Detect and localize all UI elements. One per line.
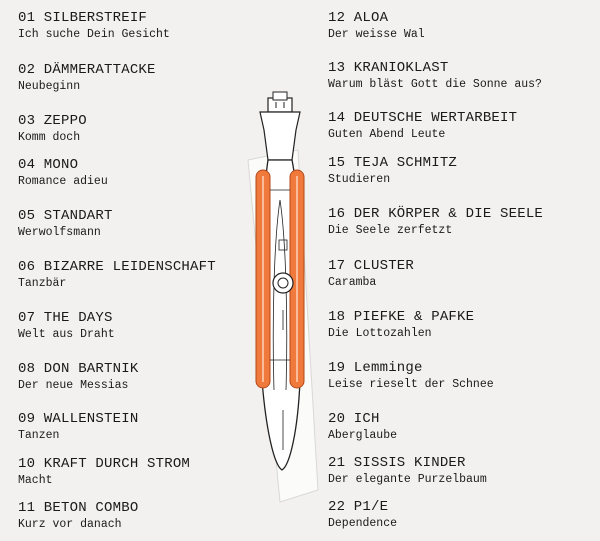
track-title: Welt aus Draht [18,328,115,341]
track-item: 05 STANDART Werwolfsmann [18,208,113,240]
track-title: Der weisse Wal [328,28,425,41]
track-title: Macht [18,474,53,487]
track-title: Der neue Messias [18,379,129,392]
track-item: 21 SISSIS KINDER Der elegante Purzelbaum [328,455,487,487]
track-artist: 12 ALOA [328,10,389,26]
track-artist: 06 BIZARRE LEIDENSCHAFT [18,259,216,275]
track-artist: 22 P1/E [328,499,389,515]
track-title: Kurz vor danach [18,518,122,531]
track-artist: 18 PIEFKE & PAFKE [328,309,475,325]
track-item: 10 KRAFT DURCH STROM Macht [18,456,190,488]
track-item: 18 PIEFKE & PAFKE Die Lottozahlen [328,309,474,341]
track-item: 17 CLUSTER Caramba [328,258,414,290]
track-item: 19 Lemminge Leise rieselt der Schnee [328,360,494,392]
track-artist: 10 KRAFT DURCH STROM [18,456,191,472]
track-item: 16 DER KÖRPER & DIE SEELE Die Seele zerf… [328,206,543,238]
track-item: 22 P1/E Dependence [328,499,397,531]
track-title: Tanzbär [18,277,67,290]
track-item: 06 BIZARRE LEIDENSCHAFT Tanzbär [18,259,216,291]
track-item: 08 DON BARTNIK Der neue Messias [18,361,138,393]
track-artist: 09 WALLENSTEIN [18,411,139,427]
track-artist: 05 STANDART [18,208,113,224]
track-title: Guten Abend Leute [328,128,446,141]
track-artist: 21 SISSIS KINDER [328,455,466,471]
track-item: 04 MONO Romance adieu [18,157,108,189]
track-artist: 20 ICH [328,411,380,427]
track-item: 07 THE DAYS Welt aus Draht [18,310,115,342]
track-item: 09 WALLENSTEIN Tanzen [18,411,138,443]
track-item: 15 TEJA SCHMITZ Studieren [328,155,457,187]
track-item: 02 DÄMMERATTACKE Neubeginn [18,62,156,94]
track-title: Romance adieu [18,175,108,188]
track-artist: 19 Lemminge [328,360,423,376]
track-title: Die Seele zerfetzt [328,224,453,237]
track-artist: 11 BETON COMBO [18,500,139,516]
track-title: Der elegante Purzelbaum [328,473,487,486]
track-title: Studieren [328,173,391,186]
track-title: Ich suche Dein Gesicht [18,28,170,41]
track-title: Werwolfsmann [18,226,101,239]
track-artist: 16 DER KÖRPER & DIE SEELE [328,206,544,222]
track-artist: 17 CLUSTER [328,258,415,274]
track-artist: 04 MONO [18,157,79,173]
track-title: Aberglaube [328,429,398,442]
track-item: 03 ZEPPO Komm doch [18,113,87,145]
track-title: Caramba [328,276,377,289]
track-title: Die Lottozahlen [328,327,432,340]
track-artist: 07 THE DAYS [18,310,113,326]
submarine-top-view-icon [247,91,319,503]
track-item: 13 KRANIOKLAST Warum bläst Gott die Sonn… [328,60,542,92]
track-title: Warum bläst Gott die Sonne aus? [328,78,542,91]
track-artist: 14 DEUTSCHE WERTARBEIT [328,110,518,126]
track-artist: 03 ZEPPO [18,113,87,129]
track-artist: 02 DÄMMERATTACKE [18,62,156,78]
track-artist: 15 TEJA SCHMITZ [328,155,458,171]
track-item: 01 SILBERSTREIF Ich suche Dein Gesicht [18,10,170,42]
track-item: 11 BETON COMBO Kurz vor danach [18,500,138,532]
track-title: Leise rieselt der Schnee [328,378,494,391]
track-item: 12 ALOA Der weisse Wal [328,10,425,42]
track-artist: 08 DON BARTNIK [18,361,139,377]
track-title: Tanzen [18,429,60,442]
track-item: 14 DEUTSCHE WERTARBEIT Guten Abend Leute [328,110,517,142]
track-item: 20 ICH Aberglaube [328,411,397,443]
track-artist: 13 KRANIOKLAST [328,60,449,76]
track-artist: 01 SILBERSTREIF [18,10,148,26]
track-title: Dependence [328,517,398,530]
track-title: Komm doch [18,131,81,144]
track-title: Neubeginn [18,80,81,93]
